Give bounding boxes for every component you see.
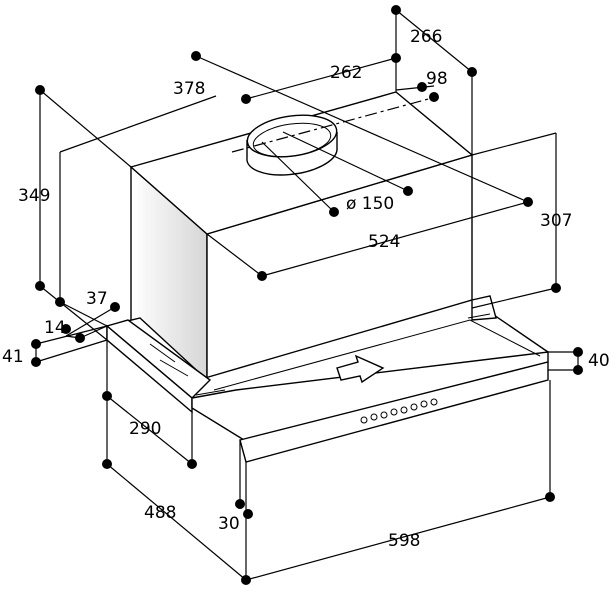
dim-label-349: 349 — [18, 186, 50, 206]
control-buttons — [360, 398, 438, 424]
dimension-lines — [35, 9, 579, 581]
dim-label-37: 37 — [86, 289, 108, 309]
dim-label-524: 524 — [368, 232, 400, 252]
dim-label-262: 262 — [330, 63, 362, 83]
dim-label-488: 488 — [144, 503, 176, 523]
dim-label-40: 40 — [588, 351, 610, 371]
dimension-labels: 266 262 98 378 349 ø 150 307 524 37 14 4… — [2, 27, 610, 551]
dim-label-266: 266 — [410, 27, 442, 47]
dim-label-14: 14 — [44, 318, 66, 338]
dim-label-diameter-150: ø 150 — [346, 194, 394, 214]
dim-label-307: 307 — [540, 211, 572, 231]
dim-label-41: 41 — [2, 347, 24, 367]
dim-label-598: 598 — [388, 531, 420, 551]
dim-label-30: 30 — [218, 514, 240, 534]
dim-label-378: 378 — [173, 79, 205, 99]
dim-label-98: 98 — [426, 69, 448, 89]
airflow-arrow — [336, 354, 385, 384]
dim-label-290: 290 — [129, 419, 161, 439]
dimension-points — [31, 5, 583, 585]
pull-out-tray — [105, 295, 550, 463]
